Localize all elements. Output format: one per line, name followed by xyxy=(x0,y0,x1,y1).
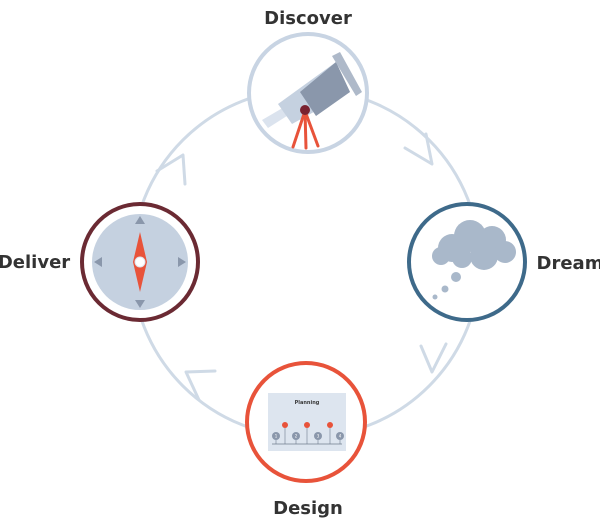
cycle-arrow-design-deliver xyxy=(184,369,217,402)
compass-icon xyxy=(92,214,188,310)
cycle-arrow-deliver-discover xyxy=(155,153,187,186)
thought-cloud-icon xyxy=(432,220,516,300)
planning-step-4: 4 xyxy=(339,434,342,439)
cycle-arrow-discover-dream xyxy=(403,132,434,166)
planning-board-icon: Planning 1 2 3 4 xyxy=(268,393,346,451)
cycle-arrow-dream-design xyxy=(419,342,448,374)
design-label: Design xyxy=(273,498,343,519)
telescope-icon xyxy=(262,52,362,150)
design-node: Planning 1 2 3 4 xyxy=(245,361,367,483)
planning-step-1: 1 xyxy=(275,434,278,439)
dream-node xyxy=(407,202,527,322)
planning-board-title: Planning xyxy=(295,400,320,406)
planning-step-3: 3 xyxy=(317,434,320,439)
dream-label: Dream xyxy=(537,253,600,274)
deliver-label: Deliver xyxy=(0,252,70,273)
planning-step-2: 2 xyxy=(295,434,298,439)
discover-node xyxy=(247,32,369,154)
deliver-node xyxy=(80,202,200,322)
discover-label: Discover xyxy=(264,8,352,29)
